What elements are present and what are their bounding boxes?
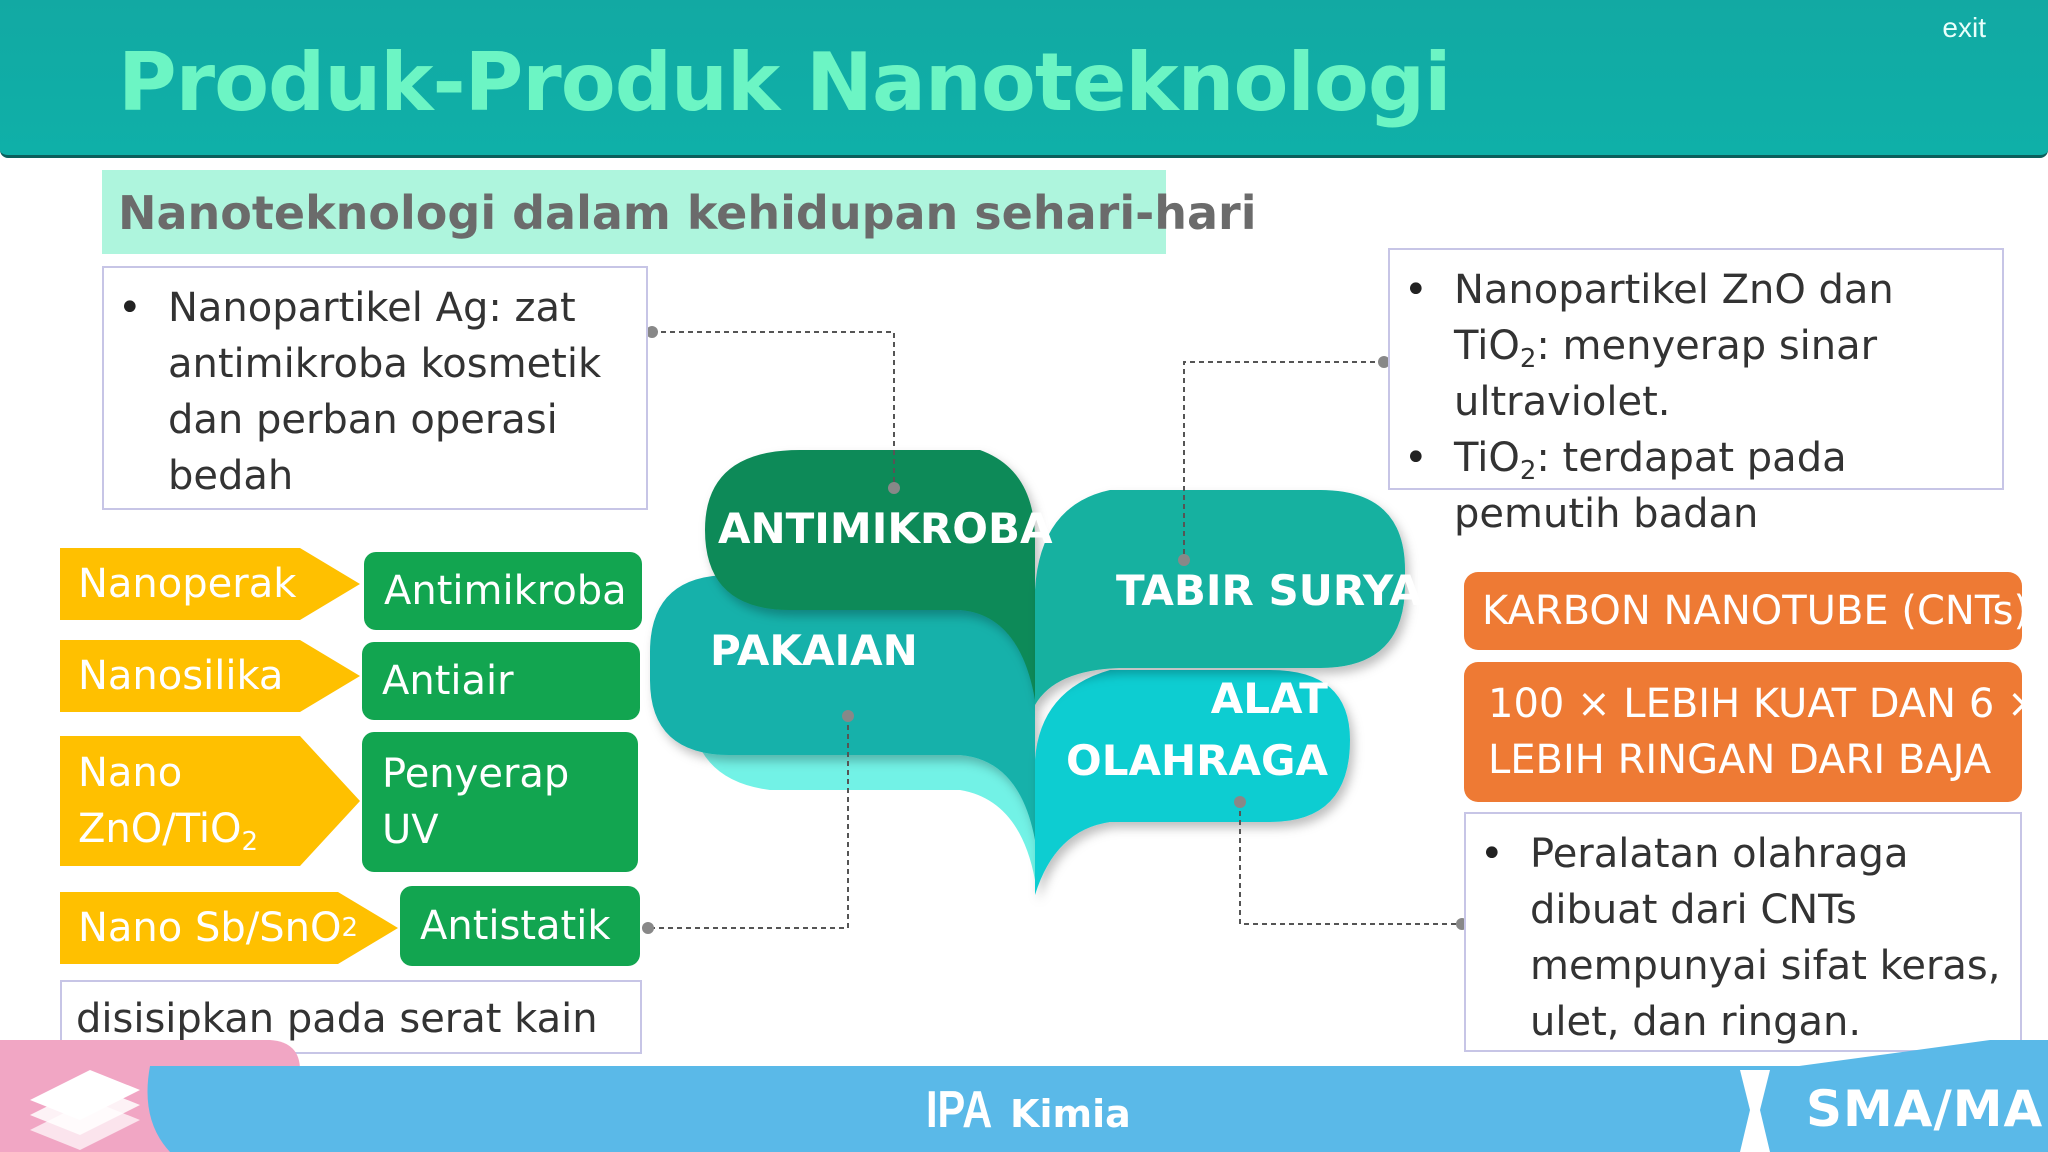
result-antiair: Antiair xyxy=(362,642,640,720)
book-icon xyxy=(30,1070,140,1150)
note-antimikroba-text: Nanopartikel Ag: zat antimikroba kosmeti… xyxy=(104,280,634,504)
note-tabir-item-2: TiO2: terdapat pada pemutih badan xyxy=(1390,430,1990,542)
footer-main-band xyxy=(147,1066,2048,1152)
note-tabir-item-1: Nanopartikel ZnO dan TiO2: menyerap sina… xyxy=(1390,262,1990,430)
tag-nanosilika: Nanosilika xyxy=(60,640,360,712)
bubble-pakaian xyxy=(650,575,1035,840)
footer-right-band xyxy=(1770,1040,2048,1152)
cnt-desc-box: 100 × LEBIH KUAT DAN 6 × LEBIH RINGAN DA… xyxy=(1464,662,2041,802)
result-antistatik: Antistatik xyxy=(400,886,640,966)
footer-level: SMA/MA xyxy=(1806,1080,2044,1138)
bubble-label-pakaian: PAKAIAN xyxy=(710,626,918,675)
section-subtitle: Nanoteknologi dalam kehidupan sehari-har… xyxy=(102,170,1256,254)
cnt-desc-line1: 100 × LEBIH KUAT DAN 6 × xyxy=(1488,681,2041,727)
exit-button[interactable]: exit xyxy=(1942,12,1986,43)
tag-nano-line2: ZnO/TiO2 xyxy=(78,806,259,857)
bubble-label-alat-line1: ALAT xyxy=(1210,674,1328,723)
bubble-label-antimikroba: ANTIMIKROBA xyxy=(718,504,1053,553)
result-penyerap-line1: Penyerap xyxy=(382,751,570,797)
result-antimikroba: Antimikroba xyxy=(364,552,642,630)
tag-nano-line1: Nano xyxy=(78,750,183,796)
header-bar: Produk-Produk Nanoteknologi exit xyxy=(0,0,2048,158)
bubble-label-alat-olahraga: ALAT OLAHRAGA xyxy=(1066,668,1328,792)
note-olahraga-text: Peralatan olahraga dibuat dari CNTs memp… xyxy=(1466,826,2008,1050)
footer-subject: IPA xyxy=(926,1081,993,1139)
bubble-label-alat-line2: OLAHRAGA xyxy=(1066,736,1328,785)
result-penyerap-line2: UV xyxy=(382,807,439,853)
note-antimikroba: Nanopartikel Ag: zat antimikroba kosmeti… xyxy=(102,266,648,510)
footer-topic: Kimia xyxy=(1010,1092,1131,1136)
cnt-title-box: KARBON NANOTUBE (CNTs) xyxy=(1464,572,2029,650)
note-pakaian: disisipkan pada serat kain xyxy=(60,980,642,1054)
note-tabir-surya: Nanopartikel ZnO dan TiO2: menyerap sina… xyxy=(1388,248,2004,537)
note-olahraga: Peralatan olahraga dibuat dari CNTs memp… xyxy=(1464,812,2022,1052)
tag-nanoperak: Nanoperak xyxy=(60,548,360,620)
page-title: Produk-Produk Nanoteknologi xyxy=(118,36,1452,129)
footer-bar xyxy=(0,1040,2048,1152)
tag-nano-zno-tio2: Nano ZnO/TiO2 xyxy=(60,736,360,866)
footer-chevron xyxy=(1740,1070,1770,1152)
cnt-desc-line2: LEBIH RINGAN DARI BAJA xyxy=(1488,737,1992,783)
bubble-label-tabir-surya: TABIR SURYA xyxy=(1116,566,1422,615)
result-penyerap-uv: Penyerap UV xyxy=(362,732,638,872)
